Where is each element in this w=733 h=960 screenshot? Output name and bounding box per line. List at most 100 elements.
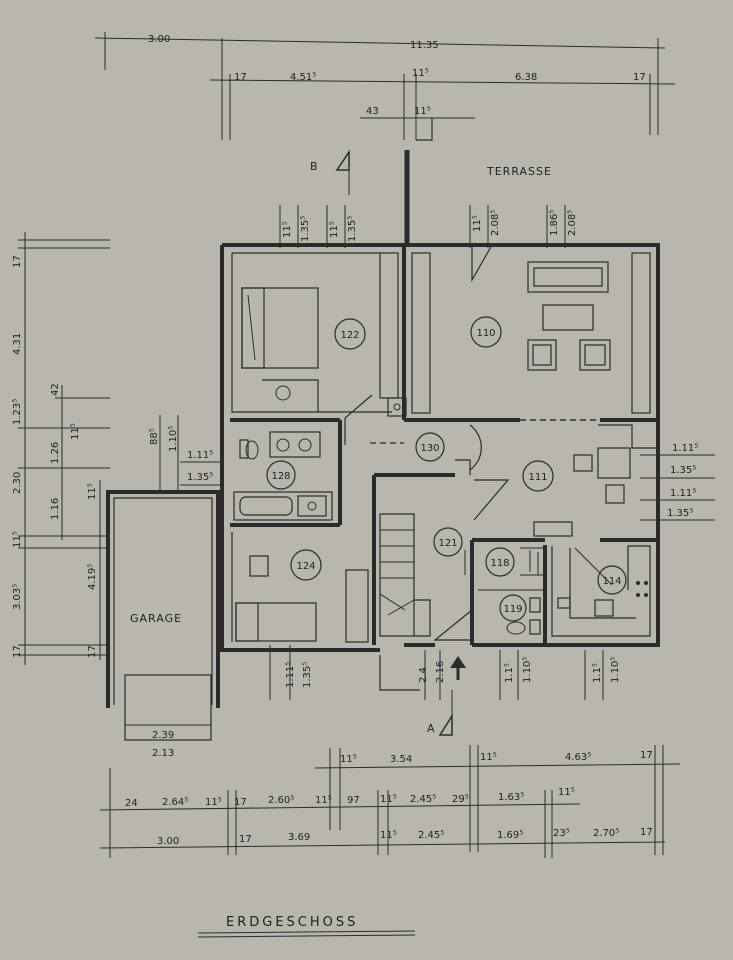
dim-label: 11⁵ xyxy=(12,531,23,548)
dim-label: 4.51⁵ xyxy=(290,72,316,83)
dim-label: 2.45⁵ xyxy=(410,794,436,805)
dim-label: 1.1⁵ xyxy=(592,663,603,683)
dim-label: 1.35⁵ xyxy=(187,472,213,483)
garage-label: GARAGE xyxy=(130,612,182,625)
dim-label: 17 xyxy=(640,750,653,761)
dim-label: 1.11⁵ xyxy=(672,443,698,454)
dim-label: 17 xyxy=(234,72,247,83)
dim-label: 1.35⁵ xyxy=(667,508,693,519)
dim-label: 11⁵ xyxy=(412,68,429,79)
dim-label: 1.10⁵ xyxy=(168,426,179,452)
dim-label: 97 xyxy=(347,795,360,806)
dim-label: 17 xyxy=(633,72,646,83)
dim-label: 3.00 xyxy=(157,836,179,847)
dim-label: 3.69 xyxy=(288,832,310,843)
dim-label: 1.1⁵ xyxy=(504,663,515,683)
dim-label: 11⁵ xyxy=(315,795,332,806)
dim-label: 1.35⁵ xyxy=(670,465,696,476)
dim-label: 4.63⁵ xyxy=(565,752,591,763)
dim-label: 1.86⁵ xyxy=(549,210,560,236)
dim-label: 11⁵ xyxy=(472,215,483,232)
plan-title-text: ERDGESCHOSS xyxy=(226,915,358,930)
dim-label: 11⁵ xyxy=(70,423,81,440)
dim-label: 11⁵ xyxy=(282,221,293,238)
dim-label: 2.16 xyxy=(435,661,446,683)
dim-label: 1.63⁵ xyxy=(498,792,524,803)
dim-label: 11⁵ xyxy=(480,752,497,763)
room-119: 119 xyxy=(499,594,541,635)
room-124: 124 xyxy=(231,532,369,643)
dim-label: 2.08⁵ xyxy=(567,210,578,236)
dim-label: 11⁵ xyxy=(205,797,222,808)
right-dims: 1.11⁵ 1.35⁵ 1.11⁵ 1.35⁵ xyxy=(640,443,715,521)
dim-label: 1.69⁵ xyxy=(497,830,523,841)
room-121: 121 xyxy=(379,513,473,641)
room-number-124: 124 xyxy=(296,561,315,572)
dim-label: 11⁵ xyxy=(329,221,340,238)
room-number-110: 110 xyxy=(476,328,495,339)
dim-label: 2.30 xyxy=(12,472,23,494)
room-130: 130 xyxy=(344,394,482,475)
dim-label: 1.11⁵ xyxy=(670,488,696,499)
dim-label: 1.35⁵ xyxy=(300,216,311,242)
dim-label: 11⁵ xyxy=(380,830,397,841)
dim-label: 4.19⁵ xyxy=(87,564,98,590)
room-128: 128 xyxy=(233,431,333,521)
dim-label: 4.31 xyxy=(12,333,23,355)
room-number-130: 130 xyxy=(420,443,439,454)
terrace-label: TERRASSE xyxy=(486,165,552,178)
dim-label: 1.23⁵ xyxy=(12,399,23,425)
room-122: 122 xyxy=(241,252,407,417)
dim-label: 17 xyxy=(12,645,23,658)
dim-label: 2.60⁵ xyxy=(268,795,294,806)
dim-label: 2.4 xyxy=(418,667,429,683)
room-number-111: 111 xyxy=(528,472,547,483)
room-number-121: 121 xyxy=(438,538,457,549)
garage: GARAGE 2.39 2.13 xyxy=(106,490,220,759)
section-marker-a-label: A xyxy=(427,722,436,735)
room-114: 114 xyxy=(551,545,651,637)
dim-label: 42 xyxy=(50,383,61,396)
section-marker-b: B xyxy=(310,149,350,195)
dim-label: 17 xyxy=(234,797,247,808)
dim-label: 17 xyxy=(87,645,98,658)
dim-label: 43 xyxy=(366,106,379,117)
dim-label: 11⁵ xyxy=(340,754,357,765)
dim-label: 17 xyxy=(12,255,23,268)
room-number-128: 128 xyxy=(271,471,290,482)
dim-label: 11.35 xyxy=(410,40,439,51)
room-number-119: 119 xyxy=(503,604,522,615)
house-walls xyxy=(220,243,660,652)
dim-label: 2.70⁵ xyxy=(593,828,619,839)
dim-label: 29⁵ xyxy=(452,794,469,805)
dim-label: 11⁵ xyxy=(380,794,397,805)
bottom-dimension-chains: 11⁵ 3.54 11⁵ 4.63⁵ 17 24 2.64⁵ 11⁵ 17 2.… xyxy=(99,745,681,858)
dim-label: 1.26 xyxy=(50,442,61,464)
plan-title: ERDGESCHOSS xyxy=(197,915,416,938)
room-number-122: 122 xyxy=(340,330,359,341)
dim-label: 2.39 xyxy=(152,730,174,741)
room-number-114: 114 xyxy=(602,576,621,587)
dim-label: 3.03⁵ xyxy=(12,584,23,610)
dim-label: 11⁵ xyxy=(87,483,98,500)
dim-label: 11⁵ xyxy=(414,106,431,117)
dim-label: 2.64⁵ xyxy=(162,797,188,808)
top-dimension-chains: 3.00 11.35 17 4.51⁵ 11⁵ 6.38 17 43 11⁵ xyxy=(94,32,676,141)
room-number-118: 118 xyxy=(490,558,509,569)
dim-label: 2.08⁵ xyxy=(490,210,501,236)
dim-label: 1.11⁵ xyxy=(285,662,296,688)
dim-label: 1.10⁵ xyxy=(522,657,533,683)
upper-vertical-dims: 11⁵ 1.35⁵ 11⁵ 1.35⁵ 11⁵ 2.08⁵ 1.86⁵ 2.08… xyxy=(279,205,578,248)
dim-label: 23⁵ xyxy=(553,828,570,839)
left-dimension-chains: 17 4.31 1.23⁵ 42 11⁵ 2.30 1.26 1.16 11⁵ … xyxy=(12,232,222,665)
dim-label: 17 xyxy=(239,834,252,845)
dim-label: 3.54 xyxy=(390,754,412,765)
lower-middle-dims: 1.11⁵ 1.35⁵ 2.4 2.16 1.1⁵ 1.10⁵ 1.1⁵ 1.1… xyxy=(269,645,621,700)
section-marker-a: A xyxy=(427,690,453,736)
dim-label: 6.38 xyxy=(515,72,537,83)
dim-label: 2.13 xyxy=(152,748,174,759)
dim-label: 88⁵ xyxy=(149,428,160,445)
dim-label: 2.45⁵ xyxy=(418,830,444,841)
section-marker-b-label: B xyxy=(310,160,319,173)
dim-label: 1.35⁵ xyxy=(302,662,313,688)
